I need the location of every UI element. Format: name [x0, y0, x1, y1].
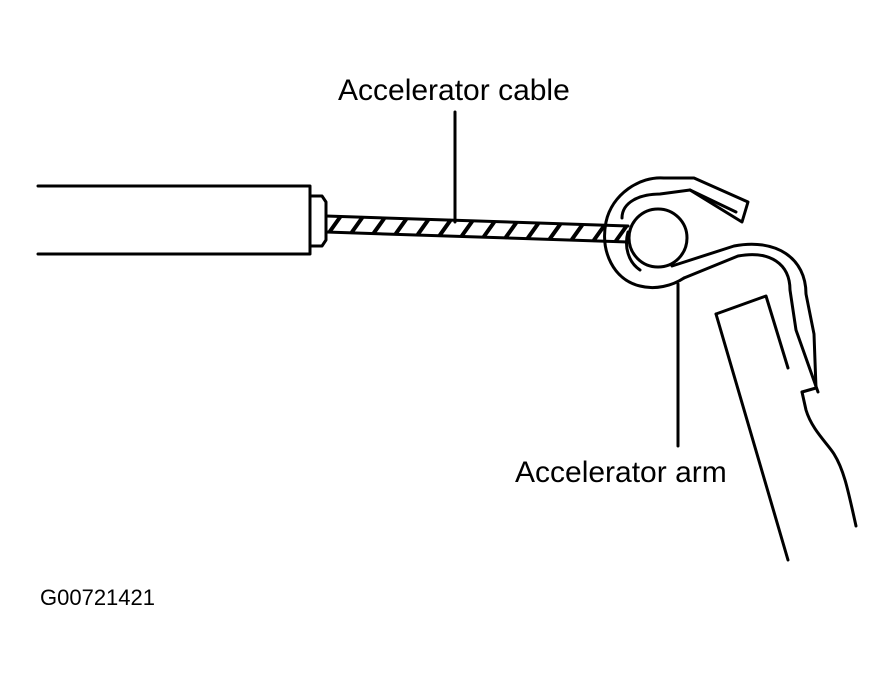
cable-strand-mark: [570, 223, 584, 242]
inner-cable-wire: [324, 214, 630, 244]
cable-strand-mark: [482, 220, 496, 239]
cable-end-nipple: [627, 207, 689, 269]
cable-strand-mark: [526, 221, 540, 240]
cable-strand-mark: [438, 218, 452, 237]
cable-strand-mark: [504, 221, 518, 240]
accelerator-arm: [603, 176, 858, 562]
arm-lever: [682, 253, 820, 394]
cable-strand-mark: [460, 219, 474, 238]
arm-hook: [620, 188, 738, 220]
cable-strand-mark: [372, 216, 386, 235]
cable-housing: [36, 184, 328, 256]
cable-strand-mark: [548, 222, 562, 241]
figure-id-label: G00721421: [40, 585, 155, 610]
cable-strand-mark: [614, 224, 628, 243]
cable-strand-mark: [394, 217, 408, 236]
cable-strand-mark: [592, 224, 606, 243]
cable-strand-marks: [328, 215, 628, 243]
cable-strand-mark: [416, 218, 430, 237]
cable-strand-mark: [328, 215, 342, 234]
arm-label: Accelerator arm: [515, 456, 727, 489]
cable-label: Accelerator cable: [338, 74, 570, 107]
cable-strand-mark: [350, 215, 364, 234]
